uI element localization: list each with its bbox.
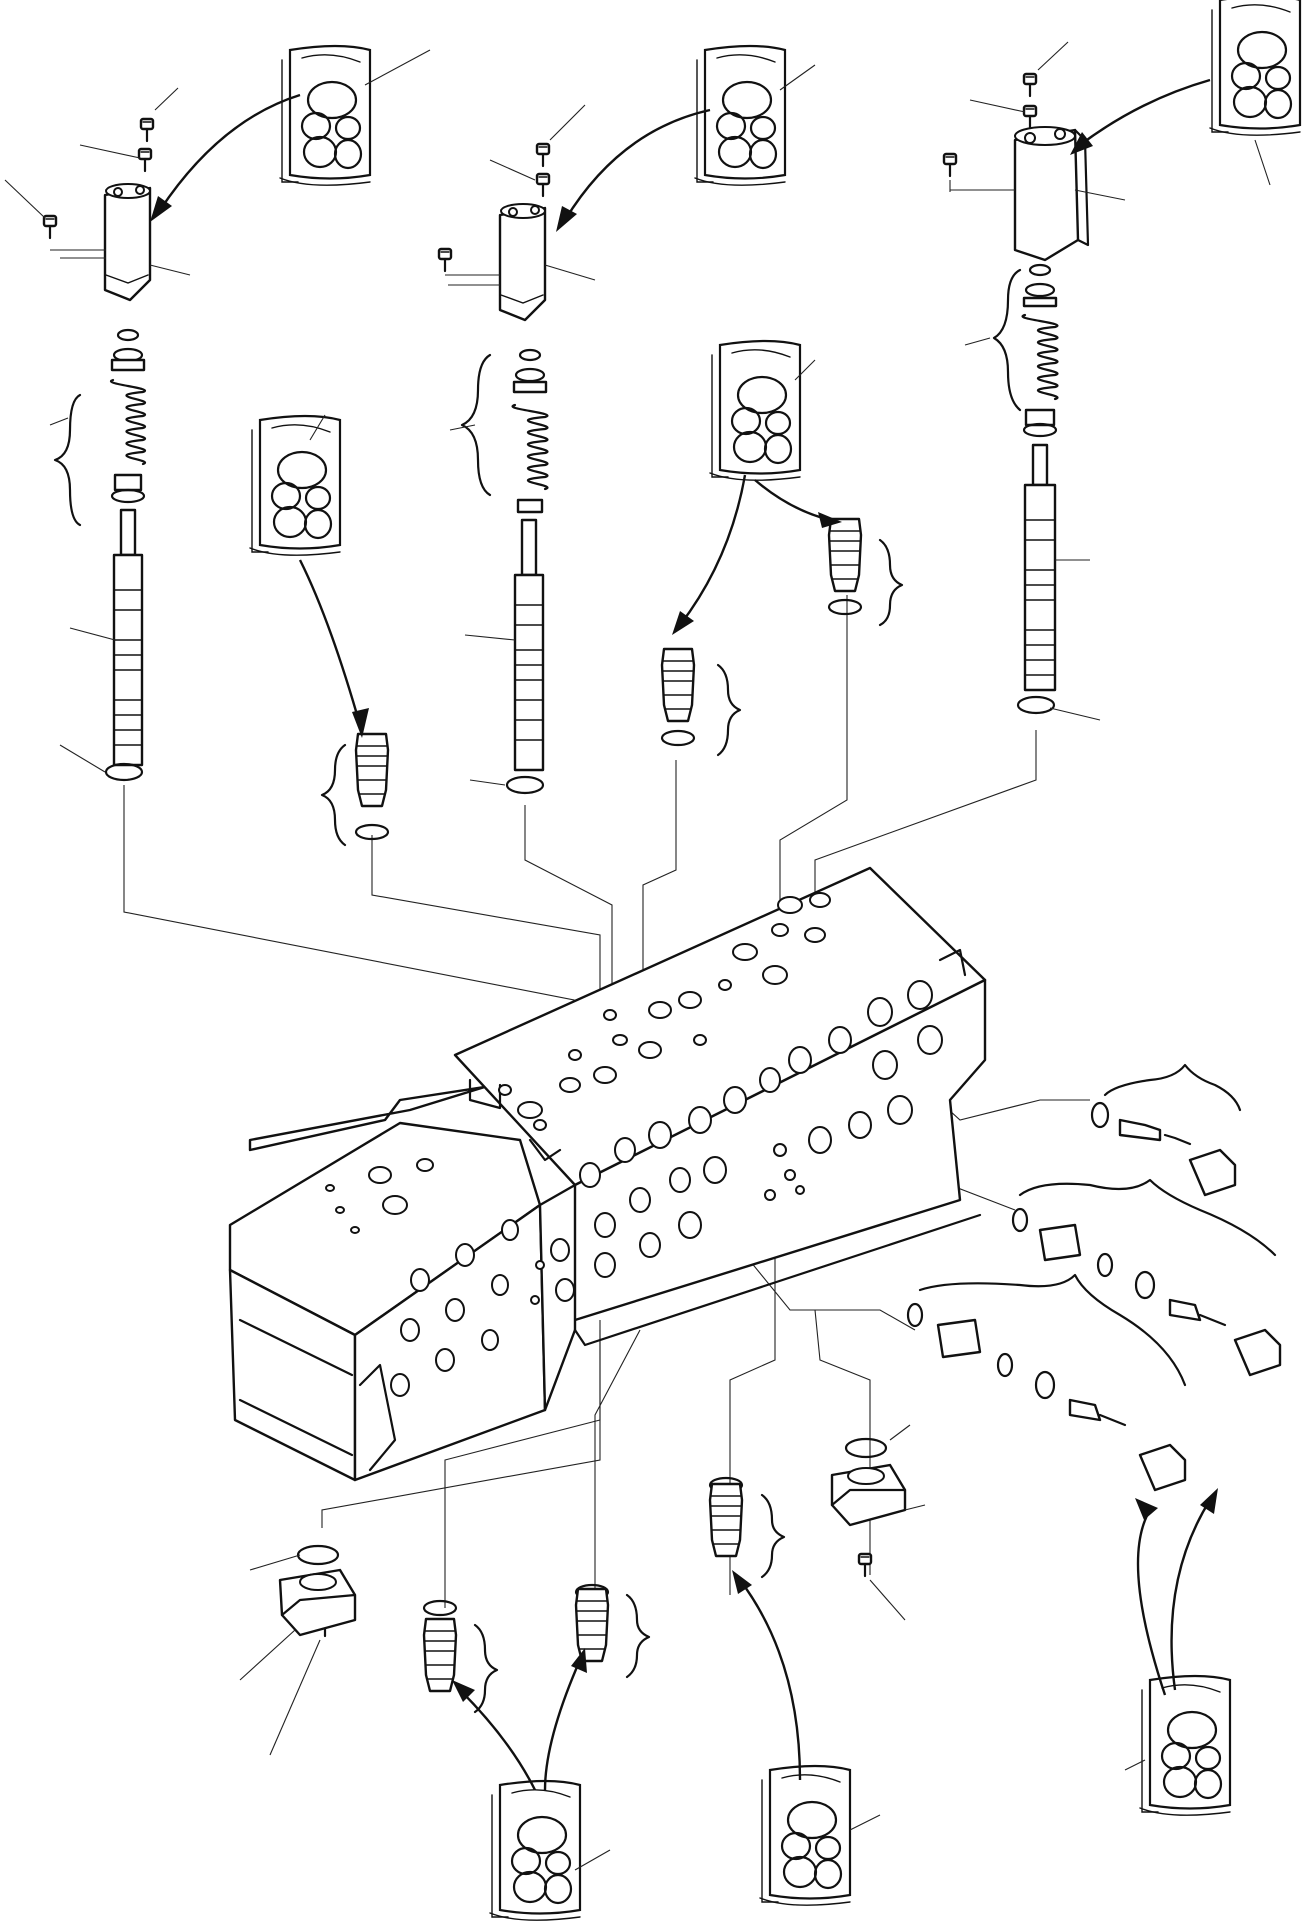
arrow-lines	[150, 78, 1218, 1791]
seal-kit-leaders	[309, 49, 1271, 1871]
spool-assembly-middle	[448, 203, 549, 795]
valve-body-icon	[228, 866, 987, 1482]
screw-leader-lines	[4, 41, 1126, 786]
bottom-cartridges	[422, 1476, 786, 1714]
spool-assembly-right	[950, 126, 1101, 721]
flange-icon	[239, 1424, 926, 1756]
plug-icon	[906, 1063, 1282, 1492]
front-port-holes	[390, 980, 943, 1397]
relief-valve-icon	[320, 517, 904, 847]
spool-assembly-left	[49, 183, 152, 782]
leader-lines	[123, 595, 1090, 1608]
